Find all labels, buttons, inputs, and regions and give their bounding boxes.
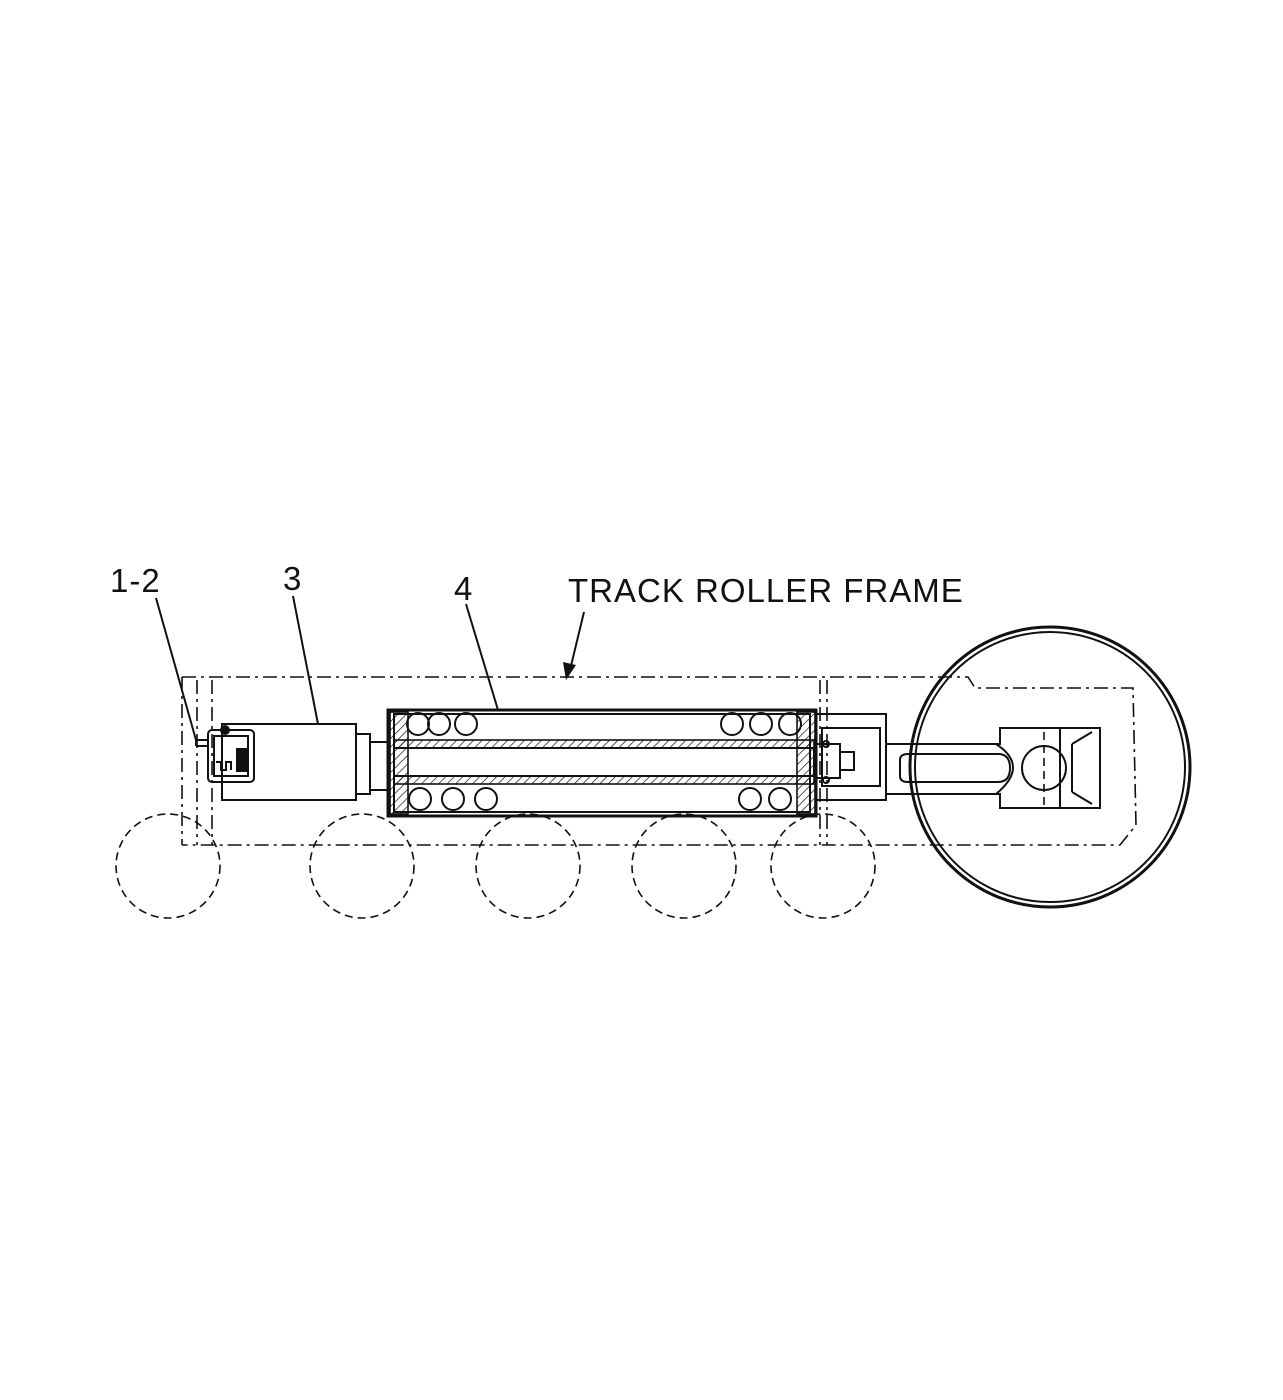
track-roller [115, 813, 221, 919]
track-rollers [115, 813, 876, 919]
leader-1-2 [155, 597, 197, 741]
leader-frame [569, 611, 585, 671]
yoke-connection [815, 713, 887, 801]
track-roller-frame-outline [181, 676, 1137, 846]
label-track-roller-frame: TRACK ROLLER FRAME [568, 572, 964, 609]
recoil-spring-assembly [386, 708, 818, 818]
track-roller [309, 813, 415, 919]
track-roller [475, 813, 581, 919]
leader-lines [155, 595, 585, 741]
front-idler [908, 625, 1192, 909]
leader-3 [292, 595, 319, 725]
label-part-1-2: 1-2 [110, 562, 161, 599]
label-part-4: 4 [454, 570, 473, 607]
arrow-head-icon [563, 662, 576, 680]
leader-4 [465, 603, 499, 711]
label-part-3: 3 [283, 560, 302, 597]
valve-fitting [195, 725, 255, 783]
idler-yoke [885, 727, 1101, 809]
track-roller [770, 813, 876, 919]
track-roller [631, 813, 737, 919]
